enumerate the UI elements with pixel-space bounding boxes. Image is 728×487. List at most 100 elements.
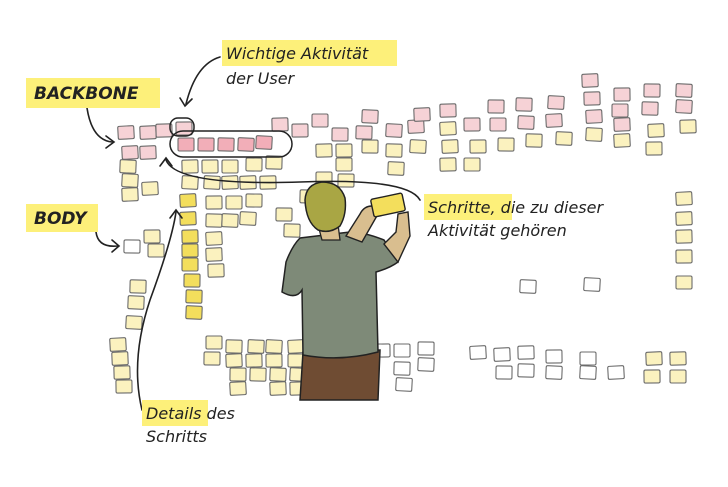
sticky-note xyxy=(265,339,283,354)
sticky-note xyxy=(585,127,603,142)
sticky-note xyxy=(675,249,693,264)
sticky-note xyxy=(417,357,435,372)
backbone-sticky-note xyxy=(255,135,273,150)
sticky-note xyxy=(393,343,411,358)
sticky-note xyxy=(121,173,139,188)
backbone-sticky-note xyxy=(463,117,481,132)
activity-label-line1: Wichtige Aktivität xyxy=(226,44,369,63)
sticky-note xyxy=(335,157,353,172)
sticky-note xyxy=(275,207,293,222)
backbone-sticky-note xyxy=(583,91,601,106)
sticky-note xyxy=(493,347,511,362)
sticky-note xyxy=(283,223,301,238)
steps-label-rest-text: die zu dieser xyxy=(496,198,605,217)
sticky-note xyxy=(675,229,693,244)
sticky-note xyxy=(119,159,137,174)
sticky-note xyxy=(395,377,413,392)
details-label-line1: Details des xyxy=(146,404,235,423)
sticky-note xyxy=(229,381,247,396)
sticky-note xyxy=(387,161,405,176)
sticky-note xyxy=(205,335,223,350)
sticky-note xyxy=(125,315,143,330)
sticky-note xyxy=(249,367,267,382)
sticky-note xyxy=(545,349,563,364)
sticky-note xyxy=(519,279,537,294)
sticky-note xyxy=(245,193,263,208)
sticky-note xyxy=(647,123,665,138)
sticky-note xyxy=(225,339,243,354)
backbone-sticky-note xyxy=(121,145,139,160)
sticky-note xyxy=(245,353,263,368)
detail-sticky-note xyxy=(181,229,199,244)
backbone-sticky-note xyxy=(139,125,157,140)
backbone-sticky-note xyxy=(545,113,563,128)
person-photographing-wall-icon xyxy=(281,181,411,401)
annotations: Wichtige Aktivität der User BACKBONE BOD… xyxy=(26,40,604,446)
arrow-details xyxy=(136,211,177,411)
backbone-sticky-note xyxy=(197,137,215,152)
detail-sticky-note xyxy=(179,193,197,208)
detail-sticky-note xyxy=(181,257,199,272)
activity-label-highlight xyxy=(222,40,397,66)
sticky-note xyxy=(247,339,265,354)
sticky-note xyxy=(181,159,199,174)
sticky-note xyxy=(385,143,403,158)
sticky-note xyxy=(669,351,687,366)
detail-sticky-note xyxy=(179,211,197,226)
backbone-sticky-note xyxy=(581,73,599,88)
arrowhead-body xyxy=(111,239,121,253)
sticky-note xyxy=(115,379,133,394)
sticky-note xyxy=(205,195,223,210)
sticky-note xyxy=(417,341,435,356)
sticky-note xyxy=(113,365,131,380)
backbone-sticky-note xyxy=(613,87,631,102)
sticky-note xyxy=(205,247,223,262)
backbone-sticky-note xyxy=(489,117,507,132)
sticky-note xyxy=(525,133,543,148)
sticky-note xyxy=(439,157,457,172)
sticky-note xyxy=(607,365,625,380)
sticky-note xyxy=(121,187,139,202)
sticky-note xyxy=(109,337,127,352)
backbone-sticky-note xyxy=(613,117,631,132)
sticky-note xyxy=(613,133,631,148)
sticky-note xyxy=(127,295,145,310)
backbone-sticky-note xyxy=(675,83,693,98)
details-label-rest-text: des xyxy=(201,404,234,423)
details-label-line2: Schritts xyxy=(146,427,207,446)
sticky-note xyxy=(361,139,379,154)
backbone-sticky-note xyxy=(271,117,289,132)
sticky-note xyxy=(269,367,287,382)
backbone-sticky-note xyxy=(517,115,535,130)
detail-sticky-note xyxy=(181,243,199,258)
backbone-sticky-note xyxy=(547,95,565,110)
sticky-note xyxy=(555,131,573,146)
sticky-note xyxy=(181,175,199,190)
sticky-note xyxy=(517,363,535,378)
backbone-sticky-note xyxy=(675,99,693,114)
backbone-sticky-note xyxy=(175,121,193,136)
sticky-note xyxy=(221,159,239,174)
sticky-note xyxy=(205,231,223,246)
highlight-rings xyxy=(169,117,293,158)
sticky-note xyxy=(583,277,601,292)
backbone-sticky-note xyxy=(585,109,603,124)
activity-label-line2: der User xyxy=(226,69,296,88)
sticky-note xyxy=(141,181,159,196)
sticky-note xyxy=(645,351,663,366)
sticky-note xyxy=(269,381,287,396)
backbone-sticky-note xyxy=(139,145,157,160)
sticky-note xyxy=(469,345,487,360)
sticky-note xyxy=(643,369,661,384)
arrowhead-backbone xyxy=(105,135,116,149)
backbone-sticky-note xyxy=(487,99,505,114)
sticky-note xyxy=(675,275,693,290)
backbone-sticky-note xyxy=(217,137,235,152)
arrowhead-details xyxy=(169,208,183,219)
steps-label-highlight-text: Schritte, xyxy=(428,198,496,217)
sticky-note xyxy=(669,369,687,384)
sticky-note xyxy=(545,365,563,380)
sticky-note xyxy=(221,213,239,228)
details-label-highlight xyxy=(142,400,208,426)
backbone-sticky-note xyxy=(155,123,173,138)
